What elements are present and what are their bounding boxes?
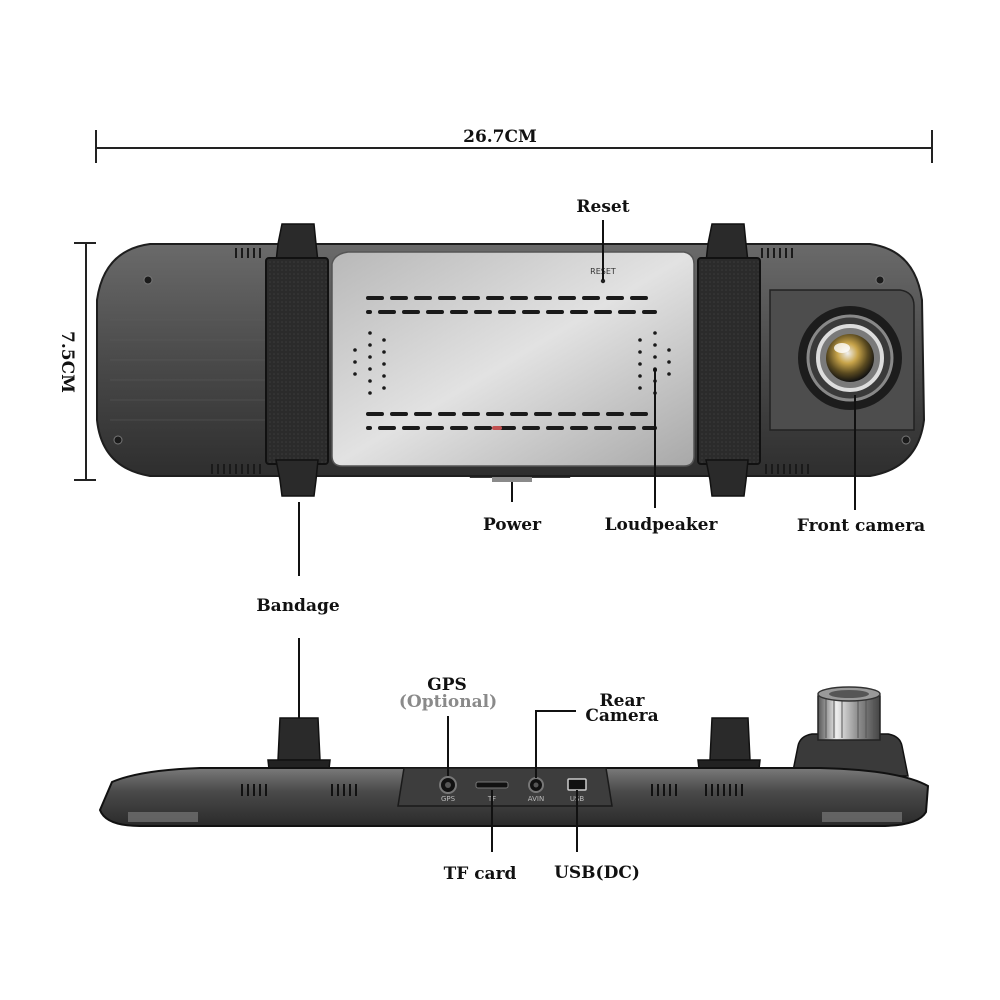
- gps-label: GPS: [427, 675, 467, 695]
- gps-marking: GPS: [441, 795, 456, 803]
- left-strap: [265, 223, 329, 497]
- tf-slot: [475, 781, 509, 789]
- power-callout: Power: [483, 482, 542, 535]
- bottom-left-vent: [211, 464, 261, 474]
- usb-dc-callout: USB(DC): [554, 790, 640, 883]
- power-button: [492, 474, 532, 482]
- speaker-grille: [366, 296, 657, 430]
- status-led: [492, 426, 502, 430]
- bottom-view: GPS TF AVIN USB: [98, 686, 930, 827]
- top-left-vent: [235, 248, 261, 258]
- loudspeaker-callout: Loudpeaker: [605, 368, 719, 535]
- rear-camera-label-line2: Camera: [585, 706, 658, 726]
- tf-card-callout: TF card: [444, 790, 517, 884]
- right-strap: [697, 223, 761, 497]
- width-dimension: 26.7CM: [95, 127, 933, 163]
- reset-label: Reset: [576, 197, 629, 217]
- rear-camera: [791, 686, 909, 777]
- power-label: Power: [483, 515, 542, 535]
- bottom-view-right-vent: [651, 784, 743, 796]
- avin-marking: AVIN: [528, 795, 544, 803]
- loudspeaker-label: Loudpeaker: [605, 515, 719, 535]
- screws: [113, 275, 911, 445]
- rear-camera-callout: Rear Camera: [535, 691, 659, 778]
- bandage-label: Bandage: [256, 596, 340, 616]
- tf-card-label: TF card: [444, 864, 517, 884]
- reset-hole: [600, 278, 606, 284]
- gps-callout: GPS (Optional): [399, 675, 497, 776]
- reset-callout: Reset: [576, 197, 630, 280]
- usb-dc-label: USB(DC): [554, 863, 640, 883]
- front-camera-callout: Front camera: [797, 395, 925, 536]
- width-label: 26.7CM: [463, 127, 537, 147]
- bottom-right-vent: [765, 464, 809, 474]
- usb-port: [567, 778, 587, 791]
- rear-camera-label-line1: Rear: [600, 691, 646, 711]
- gps-port: [439, 776, 457, 794]
- top-right-vent: [761, 248, 793, 258]
- gps-optional-note: (Optional): [399, 692, 497, 712]
- bandage-callout: Bandage: [256, 502, 340, 718]
- front-camera-label: Front camera: [797, 516, 925, 536]
- height-dimension: 7.5CM: [57, 242, 96, 481]
- screen: [331, 251, 695, 467]
- bottom-view-left-vent: [241, 784, 357, 796]
- front-camera-lens: [798, 306, 902, 410]
- front-view: RESET: [96, 223, 926, 497]
- avin-port: [528, 777, 544, 793]
- height-label: 7.5CM: [57, 331, 77, 393]
